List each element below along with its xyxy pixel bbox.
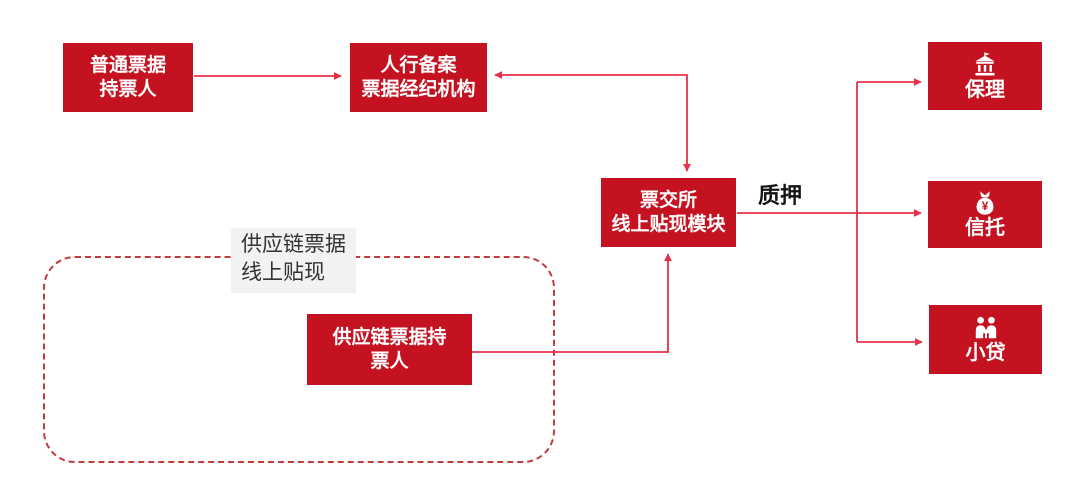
node-trust: ¥ 信托 <box>928 181 1042 248</box>
node-label: 信托 <box>965 217 1005 239</box>
node-label: 供应链票据持 票人 <box>332 327 447 372</box>
two-people-icon <box>975 316 996 339</box>
node-ordinary-bill-holder: 普通票据 持票人 <box>63 43 193 112</box>
supply-chain-group-label: 供应链票据 线上贴现 <box>231 228 356 293</box>
node-label: 普通票据 持票人 <box>89 55 166 100</box>
money-bag-icon: ¥ <box>976 191 994 215</box>
edge-scf-holder-to-cpes <box>472 253 672 353</box>
pledge-edge-label: 质押 <box>758 183 803 208</box>
node-factoring: 保理 <box>928 42 1042 110</box>
node-cpes-online-discount-module: 票交所 线上贴现模块 <box>601 178 736 247</box>
svg-text:¥: ¥ <box>982 199 989 213</box>
node-label: 保理 <box>965 78 1005 101</box>
node-pboc-registered-broker: 人行备案 票据经纪机构 <box>350 43 487 112</box>
node-label: 小贷 <box>965 342 1006 364</box>
node-micro-lending: 小贷 <box>929 305 1042 374</box>
edge-broker-cpes-bidirectional <box>494 71 691 172</box>
node-label: 票交所 线上贴现模块 <box>611 190 726 235</box>
bank-icon <box>975 52 995 76</box>
node-label: 人行备案 票据经纪机构 <box>361 55 476 100</box>
node-supply-chain-bill-holder: 供应链票据持 票人 <box>307 314 472 385</box>
